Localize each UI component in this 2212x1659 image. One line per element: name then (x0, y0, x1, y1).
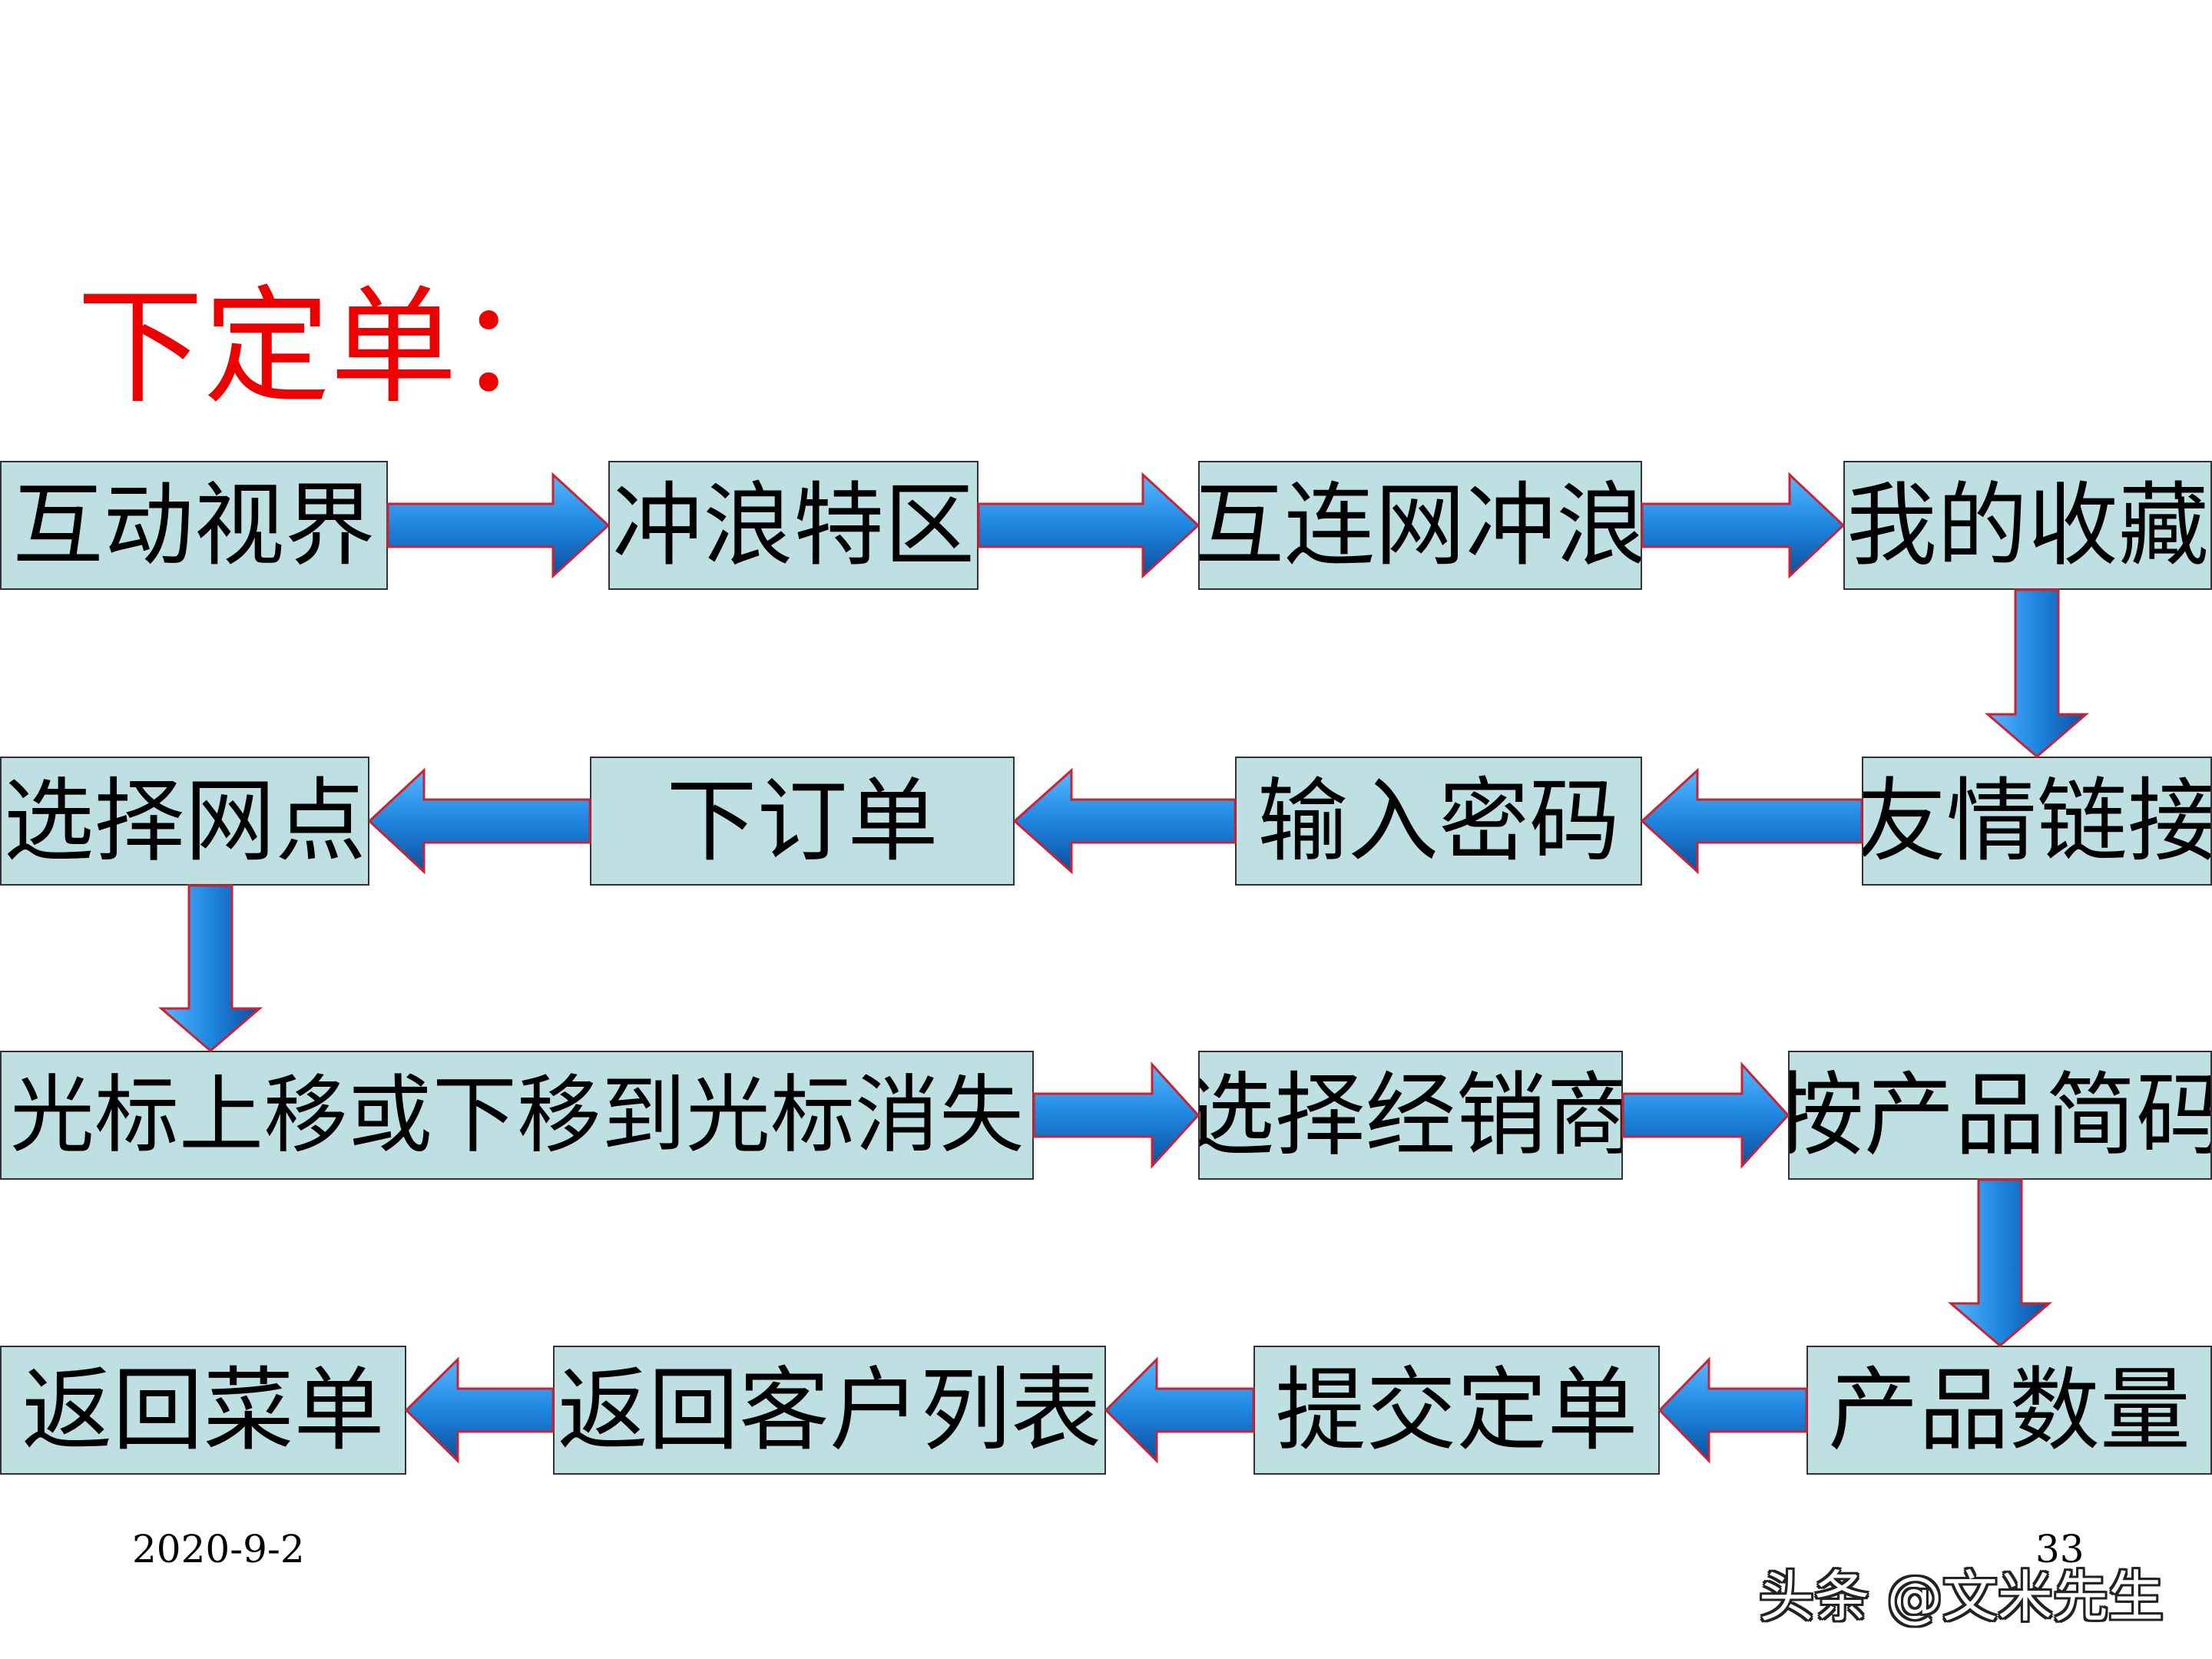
arrow-right-icon (1641, 472, 1846, 579)
arrow-right-icon (386, 472, 611, 579)
step-box: 互连网冲浪 (1198, 461, 1642, 590)
arrow-left-icon (367, 767, 591, 875)
arrow-right-icon (977, 472, 1200, 579)
step-box: 冲浪特区 (608, 461, 979, 590)
step-box: 光标上移或下移到光标消失 (0, 1051, 1034, 1180)
step-box: 产品数量 (1806, 1346, 2212, 1475)
arrow-down-icon (1984, 588, 2090, 758)
watermark: 头条 @文米先生 (1759, 1565, 2164, 1629)
step-box: 输入密码 (1235, 757, 1642, 886)
step-box: 返回客户列表 (553, 1346, 1106, 1475)
step-box: 选择网点 (0, 757, 369, 886)
arrow-down-icon (157, 884, 263, 1052)
footer-date: 2020-9-2 (132, 1527, 305, 1571)
footer-page-number: 33 (2035, 1527, 2085, 1571)
arrow-right-icon (1621, 1061, 1790, 1169)
arrow-right-icon (1032, 1061, 1200, 1169)
slide-title: 下定单： (77, 273, 584, 421)
step-box: 提交定单 (1253, 1346, 1660, 1475)
step-box: 选择经销商 (1198, 1051, 1623, 1180)
arrow-down-icon (1947, 1178, 2053, 1347)
step-box: 友情链接 (1862, 757, 2212, 886)
step-box: 返回菜单 (0, 1346, 406, 1475)
step-box: 互动视界 (0, 461, 388, 590)
arrow-left-icon (404, 1356, 555, 1464)
arrow-left-icon (1657, 1356, 1808, 1464)
step-box: 按产品简码 (1788, 1051, 2212, 1180)
arrow-left-icon (1640, 767, 1863, 875)
arrow-left-icon (1104, 1356, 1255, 1464)
step-box: 下订单 (590, 757, 1015, 886)
arrow-left-icon (1012, 767, 1237, 875)
